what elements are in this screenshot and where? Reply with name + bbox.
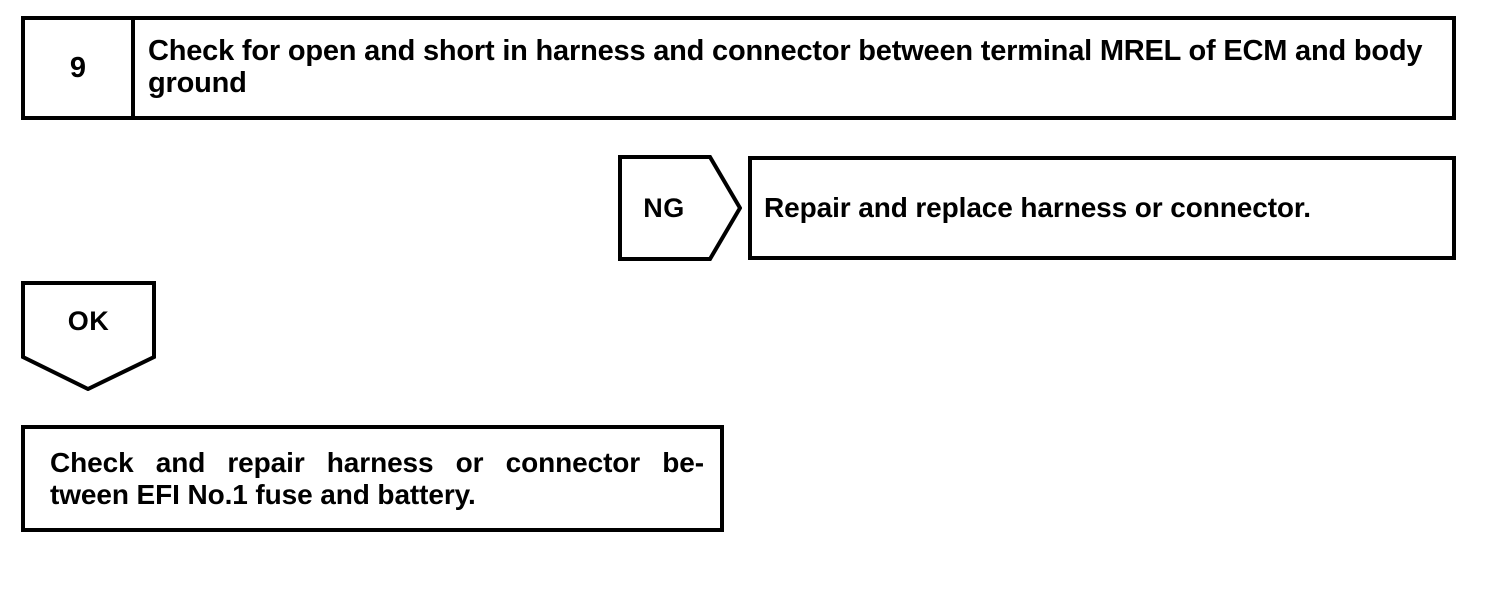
step-header-row: 9 Check for open and short in harness an… — [21, 16, 1456, 120]
ok-outcome-line-1: Check and repair harness or connector be… — [50, 447, 704, 479]
ok-outcome-box: Check and repair harness or connector be… — [21, 425, 724, 532]
ok-outcome-text: Check and repair harness or connector be… — [50, 447, 704, 510]
ok-outcome-line-2: tween EFI No.1 fuse and battery. — [50, 478, 476, 510]
step-title: Check for open and short in harness and … — [148, 35, 1423, 99]
ok-arrow-shape — [23, 283, 154, 389]
step-number: 9 — [69, 51, 87, 84]
ng-branch-arrow: NG — [618, 155, 742, 261]
ok-branch-arrow: OK — [21, 281, 156, 391]
step-title-cell: Check for open and short in harness and … — [135, 20, 1452, 116]
step-number-cell: 9 — [25, 20, 135, 116]
ng-outcome-text: Repair and replace harness or connector. — [764, 191, 1311, 223]
ng-outcome-box: Repair and replace harness or connector. — [748, 156, 1456, 260]
ng-arrow-shape — [620, 157, 740, 259]
